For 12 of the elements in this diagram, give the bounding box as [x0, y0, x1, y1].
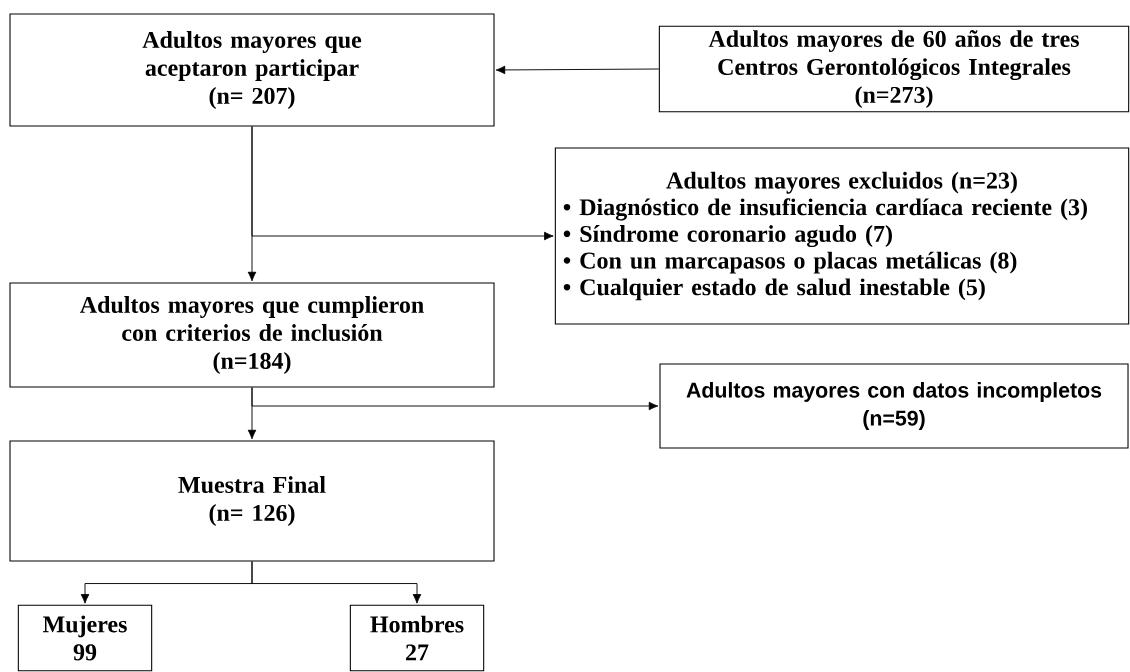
- process-box: Adultos mayores que aceptaron participar (n= 207): [9, 13, 495, 127]
- process-box: Hombres 27: [349, 604, 485, 672]
- process-box: Muestra Final (n= 126): [9, 440, 495, 562]
- process-box: Mujeres 99: [17, 604, 153, 672]
- arrow: [251, 126, 554, 241]
- arrow: [495, 65, 660, 75]
- process-box: Adultos mayores con datos incompletos (n=59): [659, 363, 1129, 449]
- process-box: Adultos mayores excluidos (n=23) • Diagnóstico de insuficiencia cardíaca reciente (3) • Síndrome coronario agudo (7) • Con un marcapasos o placas metálicas (8) • Cualquier estado de salud inestable (5): [554, 147, 1130, 325]
- process-box: Adultos mayores que cumplieron con criterios de inclusión (n=184): [9, 282, 495, 388]
- process-box: Adultos mayores de 60 años de tres Centros Gerontológicos Integrales (n=273): [658, 25, 1130, 113]
- arrow: [251, 387, 659, 411]
- arrow: [251, 561, 422, 604]
